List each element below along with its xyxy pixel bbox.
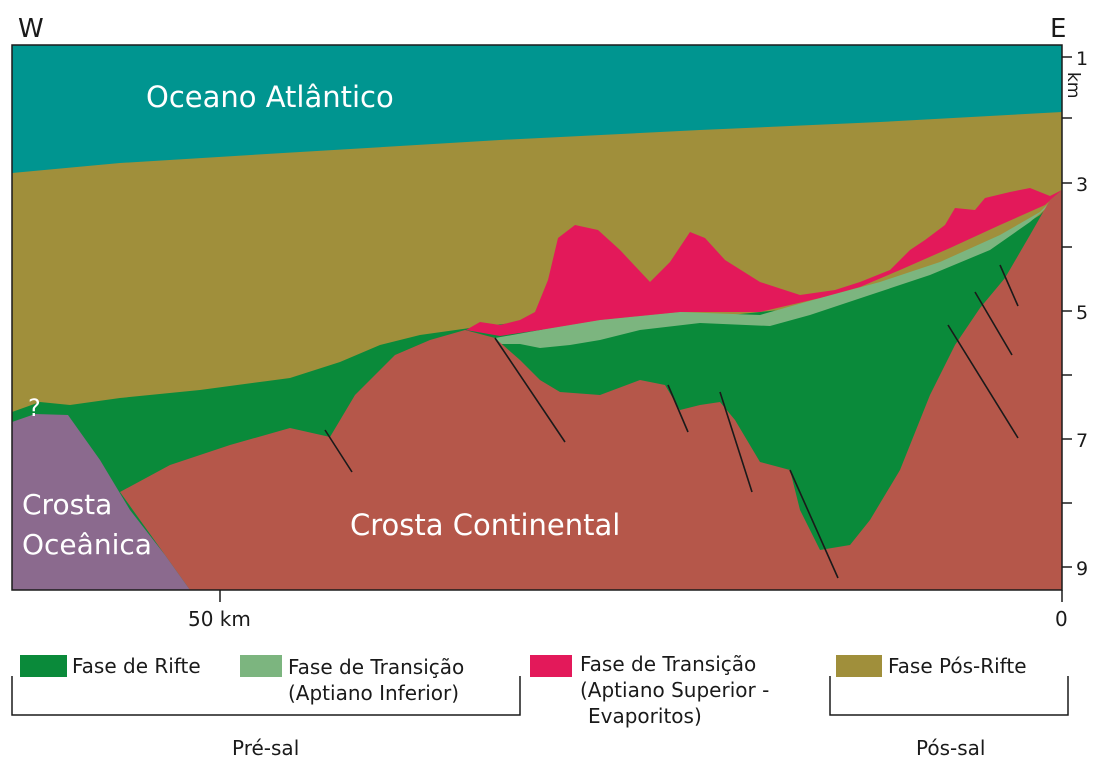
transition-lower-layer xyxy=(495,190,1062,348)
oceanic-crust xyxy=(12,414,190,590)
fault-line xyxy=(999,264,1019,307)
legend-label-evaporites-1: Fase de Transição xyxy=(580,652,757,676)
distance-axis xyxy=(219,590,1063,602)
west-label: W xyxy=(18,14,44,44)
pre-salt-label: Pré-sal xyxy=(232,736,300,760)
distance-tick-label: 50 km xyxy=(188,607,251,631)
legend-swatch-rift xyxy=(20,655,67,677)
continental-crust xyxy=(120,190,1062,590)
depth-tick-label: 9 xyxy=(1076,558,1088,580)
fault-line xyxy=(494,337,566,443)
distance-tick-label: 0 xyxy=(1055,607,1068,631)
depth-tick-label: 1 xyxy=(1076,48,1088,70)
legend-label-evaporites-3: Evaporitos) xyxy=(588,704,702,728)
depth-tick-label: 3 xyxy=(1076,174,1088,196)
depth-unit-label: km xyxy=(1063,72,1083,98)
depth-axis xyxy=(1062,56,1072,568)
legend-swatch-evaporites xyxy=(530,655,572,677)
section-frame xyxy=(11,44,1063,591)
legend-label-evaporites-2: (Aptiano Superior - xyxy=(580,678,770,702)
fault-line xyxy=(789,469,839,579)
depth-tick-label: 7 xyxy=(1076,430,1088,452)
depth-tick-label: 5 xyxy=(1076,302,1088,324)
legend-label-transition-lower-2: (Aptiano Inferior) xyxy=(288,681,460,705)
fault-line xyxy=(324,429,353,473)
legend-label-transition-lower-1: Fase de Transição xyxy=(288,655,465,679)
fault-line xyxy=(719,391,753,493)
group-brackets xyxy=(11,676,1069,716)
pre-salt-bracket xyxy=(11,676,521,716)
ocean-layer xyxy=(12,45,1062,173)
fault-line xyxy=(667,384,689,433)
oceanic-crust-label-line1: Crosta xyxy=(22,488,112,521)
east-label: E xyxy=(1050,14,1066,44)
fault-line xyxy=(974,291,1013,356)
evaporite-layer xyxy=(466,188,1062,336)
fault-lines xyxy=(324,264,1019,579)
legend-label-rift: Fase de Rifte xyxy=(72,654,201,678)
uncertainty-mark: ? xyxy=(28,394,41,422)
fault-line xyxy=(947,324,1019,439)
post-salt-label: Pós-sal xyxy=(916,736,986,760)
oceanic-crust-label-line2: Oceânica xyxy=(22,528,152,561)
legend-swatch-transition-lower xyxy=(240,655,282,677)
continental-crust-label: Crosta Continental xyxy=(350,508,620,542)
legend-swatch-post-rift xyxy=(836,655,882,677)
post-salt-bracket xyxy=(829,676,1069,716)
legend-label-post-rift: Fase Pós-Rifte xyxy=(888,654,1027,678)
ocean-label: Oceano Atlântico xyxy=(146,80,394,114)
